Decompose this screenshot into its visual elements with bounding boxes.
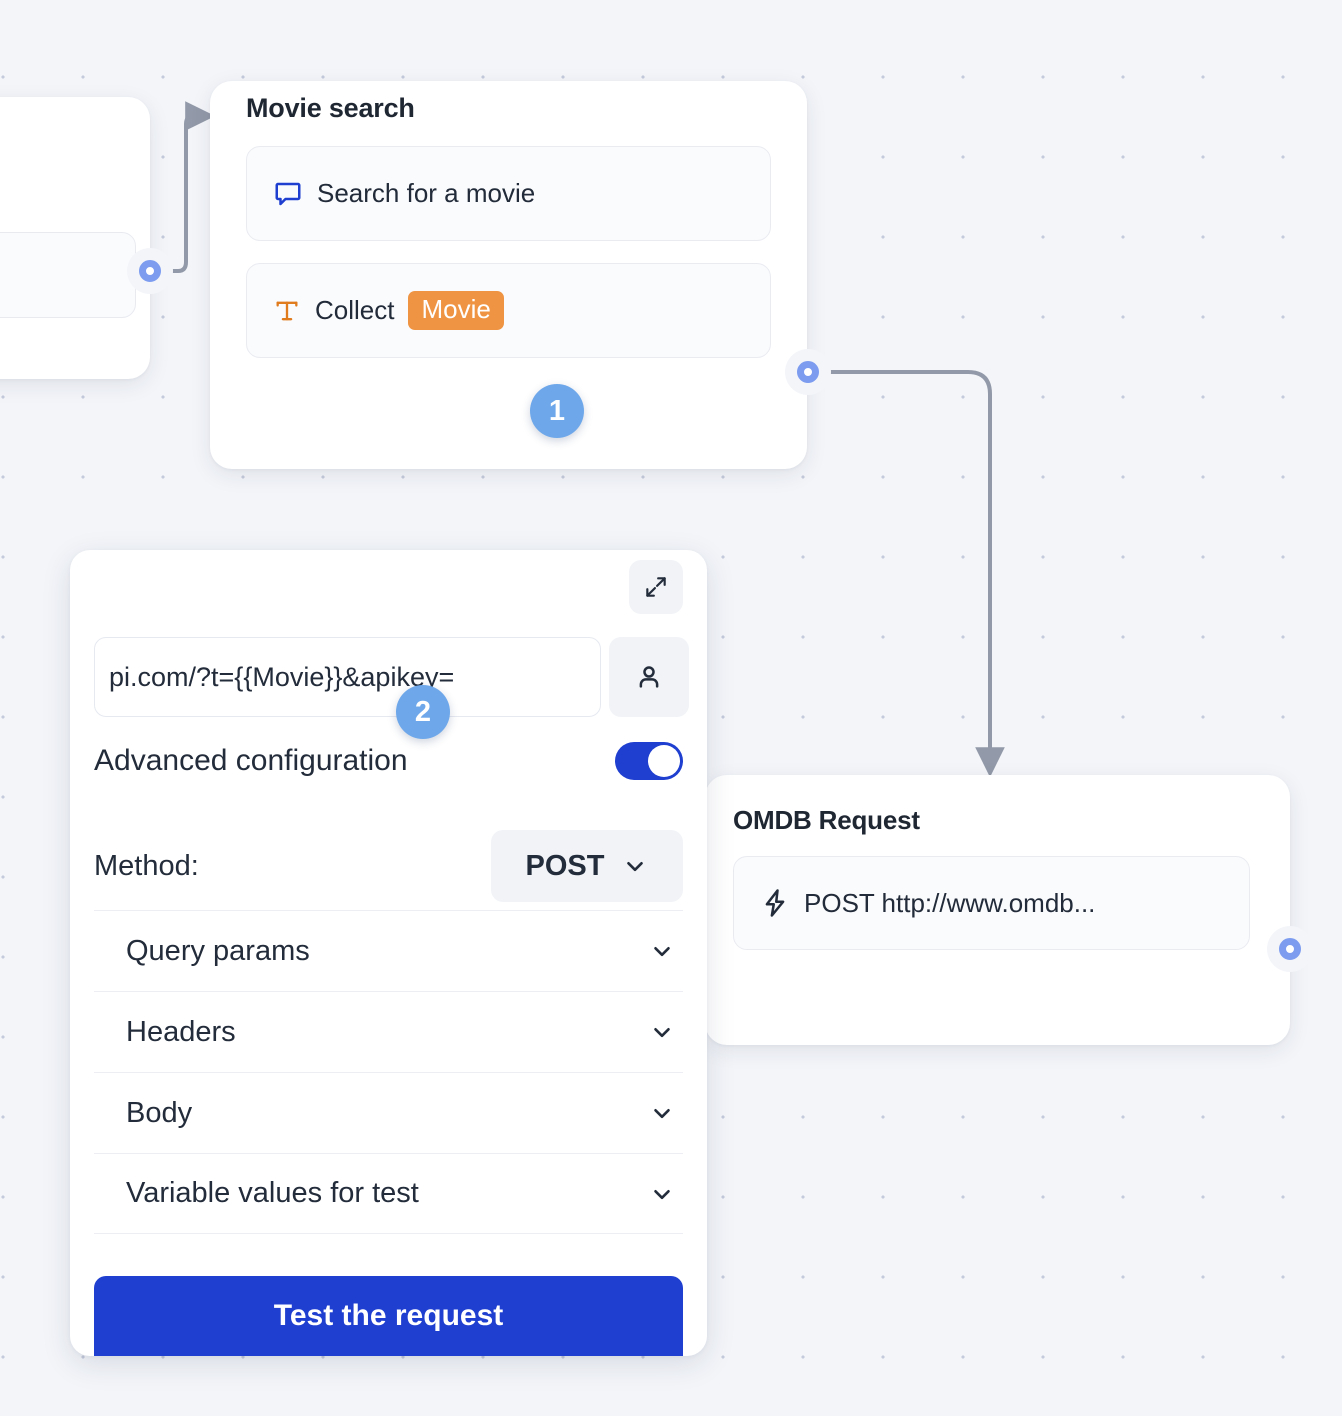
config-sections: Query params Headers Body Variable value… <box>94 910 683 1234</box>
movie-search-row-search-label: Search for a movie <box>317 178 536 208</box>
omdb-request-node[interactable]: OMDB Request POST http://www.omdb... <box>705 775 1290 1045</box>
method-label: Method: <box>94 849 199 882</box>
port-omdb-output[interactable] <box>1270 929 1310 969</box>
movie-search-row-collect[interactable]: Collect Movie <box>246 263 771 358</box>
movie-search-node[interactable]: Movie search Search for a movie Collect … <box>210 81 807 469</box>
user-auth-button[interactable] <box>609 637 689 717</box>
section-headers[interactable]: Headers <box>94 991 683 1072</box>
advanced-configuration-toggle[interactable] <box>615 742 683 780</box>
message-icon <box>273 179 303 209</box>
text-type-icon <box>273 297 301 325</box>
trigger-node-row[interactable] <box>0 232 136 318</box>
omdb-request-row[interactable]: POST http://www.omdb... <box>733 856 1250 950</box>
omdb-request-row-label: POST http://www.omdb... <box>804 887 1096 918</box>
chevron-down-icon <box>649 938 675 964</box>
url-row[interactable] <box>94 637 689 717</box>
section-variable-values-label: Variable values for test <box>126 1177 419 1209</box>
trigger-node[interactable] <box>0 97 150 379</box>
section-query-params[interactable]: Query params <box>94 910 683 991</box>
movie-search-row-search[interactable]: Search for a movie <box>246 146 771 241</box>
port-movie-search-output[interactable] <box>788 352 828 392</box>
section-query-params-label: Query params <box>126 934 310 967</box>
chevron-down-icon <box>649 1100 675 1126</box>
chevron-down-icon <box>649 1019 675 1045</box>
advanced-configuration-row[interactable]: Advanced configuration <box>94 742 683 780</box>
variable-chip-movie[interactable]: Movie <box>408 290 504 331</box>
step-badge-1: 1 <box>530 384 584 438</box>
step-badge-2: 2 <box>396 685 450 739</box>
expand-panel-button[interactable] <box>629 560 683 614</box>
chevron-down-icon <box>649 1181 675 1207</box>
section-variable-values-for-test[interactable]: Variable values for test <box>94 1153 683 1234</box>
method-select[interactable]: POST <box>491 830 683 902</box>
wire-trigger-to-movie-search <box>172 101 216 273</box>
advanced-configuration-label: Advanced configuration <box>94 744 408 777</box>
section-headers-label: Headers <box>126 1015 236 1048</box>
user-icon <box>634 662 664 692</box>
method-select-value: POST <box>525 849 605 882</box>
method-row: Method: POST <box>94 830 683 902</box>
lightning-icon <box>760 888 790 918</box>
request-config-panel[interactable]: Advanced configuration Method: POST Quer… <box>70 550 707 1356</box>
movie-search-title: Movie search <box>246 93 415 123</box>
chevron-down-icon <box>622 853 648 879</box>
section-body[interactable]: Body <box>94 1072 683 1153</box>
wire-movie-search-to-omdb <box>830 370 1005 778</box>
toggle-knob <box>648 745 680 777</box>
movie-search-row-collect-label: Collect <box>315 295 395 325</box>
expand-diagonal-icon <box>643 574 669 600</box>
port-trigger-output[interactable] <box>130 251 170 291</box>
section-body-label: Body <box>126 1096 193 1129</box>
request-url-input[interactable] <box>94 637 601 717</box>
omdb-request-title: OMDB Request <box>733 805 920 835</box>
test-the-request-button[interactable]: Test the request <box>94 1276 683 1356</box>
